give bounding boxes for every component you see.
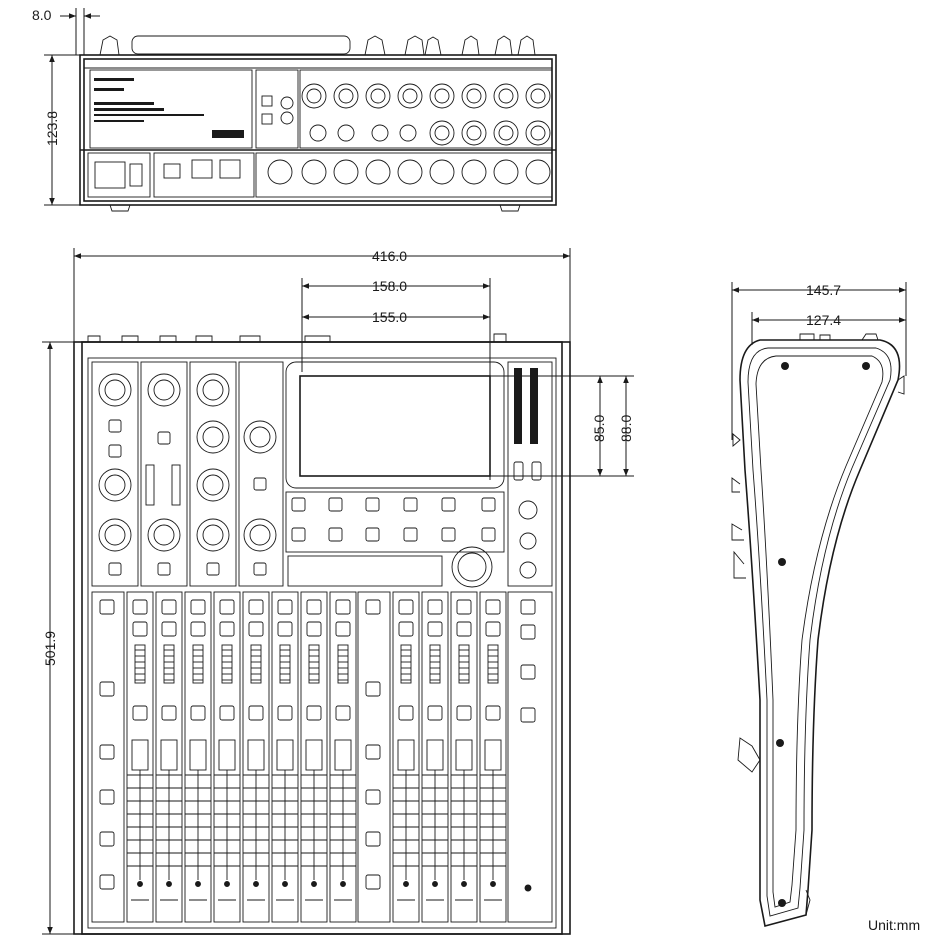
fader-channel-strip xyxy=(300,591,328,923)
fader-channel-strip xyxy=(392,591,420,923)
fader-channel-strip xyxy=(479,591,507,923)
side-dimension-lines xyxy=(731,282,907,440)
fader-channel-strip xyxy=(450,591,478,923)
dim-depth: 501.9 xyxy=(42,631,58,666)
dim-display-outer-width: 158.0 xyxy=(372,278,407,294)
rear-dimension-lines xyxy=(44,8,100,206)
dim-side-inner: 127.4 xyxy=(806,312,841,328)
dim-display-outer-height: 88.0 xyxy=(618,415,634,442)
fader-channel-strip xyxy=(421,591,449,923)
fader-channel-strip xyxy=(126,591,154,923)
dim-rear-height: 123.8 xyxy=(44,111,60,146)
fader-channel-strip xyxy=(184,591,212,923)
fader-channel-strip xyxy=(329,591,357,923)
rear-view xyxy=(79,35,557,212)
fader-channel-strip xyxy=(271,591,299,923)
dim-display-inner-height: 85.0 xyxy=(591,415,607,442)
fader-channel-strip xyxy=(155,591,183,923)
unit-label: Unit:mm xyxy=(868,917,920,933)
dim-side-outer: 145.7 xyxy=(806,282,841,298)
top-view xyxy=(73,333,571,935)
dim-width: 416.0 xyxy=(372,248,407,264)
fader-channel-strip xyxy=(242,591,270,923)
top-dimension-lines xyxy=(42,248,634,935)
dim-rear-offset: 8.0 xyxy=(32,7,52,23)
side-view xyxy=(731,333,905,927)
fader-channel-strip xyxy=(213,591,241,923)
dim-display-inner-width: 155.0 xyxy=(372,309,407,325)
